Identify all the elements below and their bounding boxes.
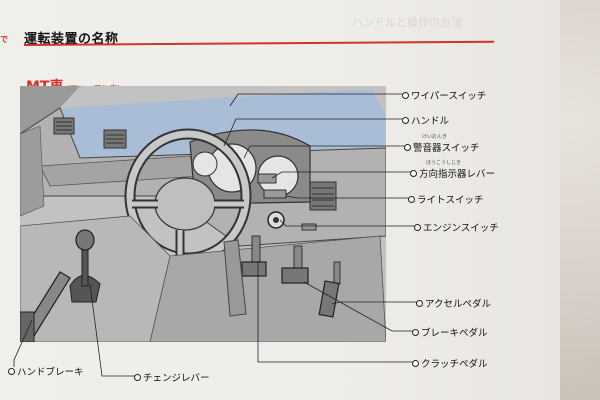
label-text: 方向指示器レバー: [419, 169, 496, 180]
label-bullet-icon: [402, 91, 409, 99]
label-bullet-icon: [410, 169, 417, 177]
label-text: ハンドル: [411, 116, 450, 127]
label-bullet-icon: [412, 359, 419, 367]
center-console: [20, 215, 171, 342]
label-brake-pedal: ブレーキペダル: [412, 325, 488, 339]
ruby-horn: けいおんき: [422, 134, 448, 140]
turn-signal-lever: [257, 173, 277, 184]
label-turn-signal-lever: 方向指示器レバー: [410, 166, 495, 180]
label-bullet-icon: [402, 116, 409, 124]
hand-brake-lever: [20, 271, 71, 342]
side-margin-mark: で: [0, 34, 8, 45]
label-horn-switch: 警音器スイッチ: [404, 140, 480, 154]
label-text: クラッチペダル: [421, 359, 488, 370]
label-bullet-icon: [404, 143, 411, 151]
label-text: ブレーキペダル: [421, 328, 488, 339]
label-bullet-icon: [408, 195, 415, 203]
side-mark-text: で: [0, 35, 8, 44]
label-change-lever: チェンジレバー: [134, 370, 210, 384]
left-vent: [53, 117, 75, 135]
label-light-switch: ライトスイッチ: [408, 192, 484, 206]
label-wiper-switch: ワイパースイッチ: [402, 88, 486, 102]
label-bullet-icon: [8, 367, 15, 375]
ruby-turn-signal: ほうこうしじき: [426, 160, 462, 166]
label-text: ワイパースイッチ: [411, 91, 487, 102]
label-bullet-icon: [134, 373, 141, 381]
label-text: 警音器スイッチ: [413, 143, 480, 154]
label-text: アクセルペダル: [425, 299, 492, 310]
gear-lever: [69, 229, 101, 303]
windshield: [60, 90, 386, 158]
label-bullet-icon: [416, 299, 423, 307]
label-text: チェンジレバー: [143, 373, 210, 384]
label-bullet-icon: [412, 328, 419, 336]
label-handle: ハンドル: [402, 113, 449, 127]
label-bullet-icon: [414, 223, 421, 231]
label-engine-switch: エンジンスイッチ: [414, 220, 499, 234]
clutch-pedal-shape: [241, 235, 267, 277]
car-interior-svg: [20, 86, 386, 342]
label-text: エンジンスイッチ: [423, 223, 499, 234]
label-hand-brake: ハンドブレーキ: [8, 364, 84, 378]
label-text: ライトスイッチ: [417, 195, 484, 206]
brake-pedal-shape: [281, 245, 309, 284]
light-switch-lever: [263, 189, 287, 199]
a-pillar: [20, 86, 80, 134]
label-accelerator-pedal: アクセルペダル: [416, 296, 491, 310]
accelerator-pedal-shape: [318, 261, 341, 318]
label-text: ハンドブレーキ: [17, 367, 84, 378]
label-clutch-pedal: クラッチペダル: [412, 356, 488, 370]
center-vent: [103, 129, 127, 149]
bleed-through-heading: ハンドルと操作の方法: [352, 16, 462, 29]
background-fabric: [560, 0, 600, 400]
car-interior-illustration: [20, 86, 386, 342]
right-vent: [309, 181, 337, 211]
